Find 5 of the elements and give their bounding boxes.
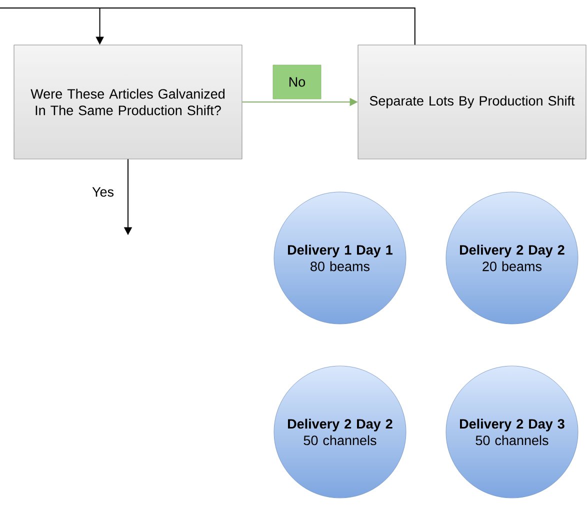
arrow: [0, 8, 416, 46]
edge-label: Yes: [90, 185, 116, 199]
edge-label: No: [272, 64, 322, 100]
process-box: Were These Articles Galvanized In The Same Production Shift?: [14, 44, 242, 160]
process-box: Separate Lots By Production Shift: [358, 44, 586, 160]
